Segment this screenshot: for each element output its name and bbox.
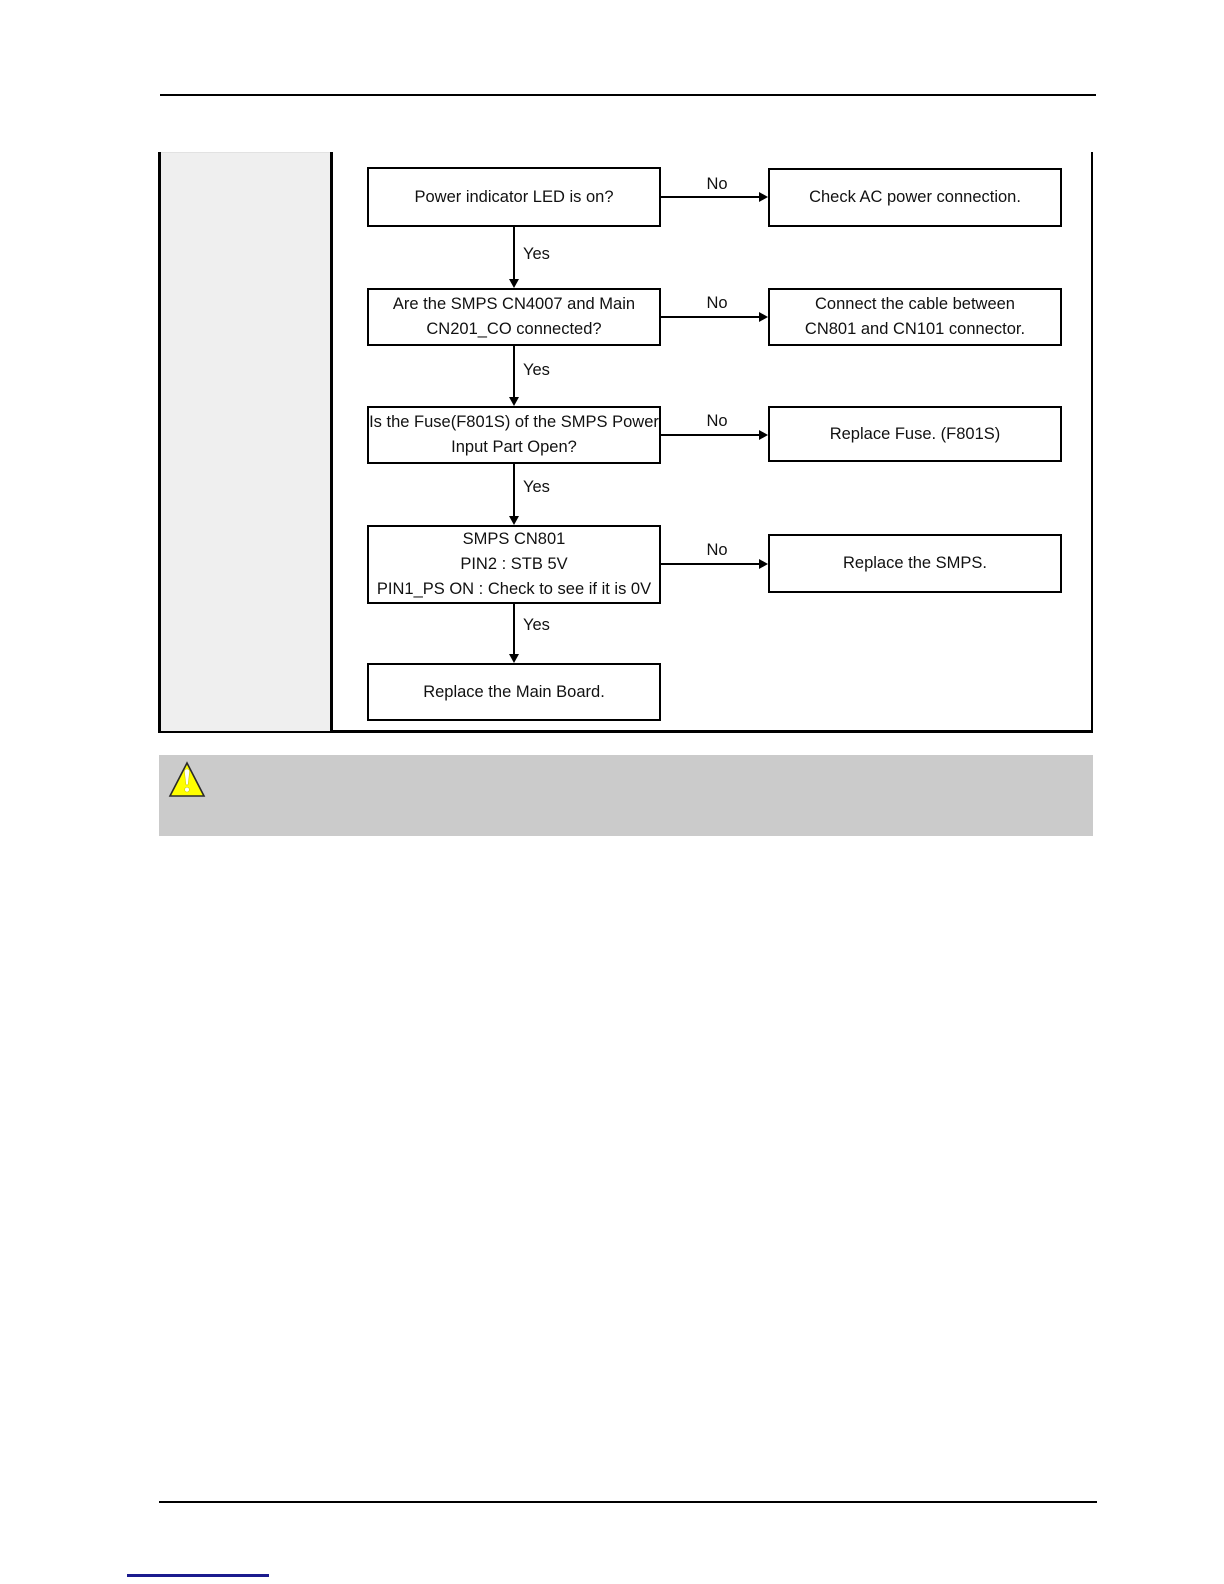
- footer-link-underline[interactable]: [127, 1574, 269, 1577]
- right-arrowhead-icon-3: [759, 430, 768, 440]
- yes-label-1: Yes: [523, 245, 550, 263]
- right-arrow-line-4: [661, 563, 759, 565]
- yes-label-3: Yes: [523, 478, 550, 496]
- yes-label-2: Yes: [523, 361, 550, 379]
- down-arrow-line-2: [513, 346, 515, 398]
- flow-step-1-no-action: Check AC power connection.: [768, 168, 1062, 227]
- down-arrow-line-1: [513, 227, 515, 280]
- flow-step-3-no-action: Replace Fuse. (F801S): [768, 406, 1062, 462]
- down-arrowhead-icon-2: [509, 397, 519, 406]
- flowchart-cell-divider: [330, 152, 333, 730]
- warning-banner: [159, 755, 1093, 836]
- right-arrow-line-1: [661, 196, 759, 198]
- yes-label-4: Yes: [523, 616, 550, 634]
- right-arrow-line-3: [661, 434, 759, 436]
- down-arrowhead-icon-3: [509, 516, 519, 525]
- down-arrowhead-icon-4: [509, 654, 519, 663]
- down-arrow-line-3: [513, 464, 515, 517]
- down-arrowhead-icon-1: [509, 279, 519, 288]
- warning-triangle-icon: [168, 761, 206, 797]
- right-arrow-line-2: [661, 316, 759, 318]
- down-arrow-line-4: [513, 604, 515, 655]
- right-arrowhead-icon-1: [759, 192, 768, 202]
- flow-step-2-no-action: Connect the cable between CN801 and CN10…: [768, 288, 1062, 346]
- flow-step-4-question: SMPS CN801 PIN2 : STB 5V PIN1_PS ON : Ch…: [367, 525, 661, 604]
- flow-step-3-question: Is the Fuse(F801S) of the SMPS Power Inp…: [367, 406, 661, 464]
- flow-final-step: Replace the Main Board.: [367, 663, 661, 721]
- header-rule: [160, 94, 1096, 96]
- right-arrowhead-icon-2: [759, 312, 768, 322]
- no-label-1: No: [706, 175, 728, 193]
- flow-step-1-question: Power indicator LED is on?: [367, 167, 661, 227]
- flow-step-2-question: Are the SMPS CN4007 and Main CN201_CO co…: [367, 288, 661, 346]
- no-label-4: No: [706, 541, 728, 559]
- right-arrowhead-icon-4: [759, 559, 768, 569]
- footer-rule: [159, 1501, 1097, 1503]
- no-label-2: No: [706, 294, 728, 312]
- flowchart-sidebar-cell: [161, 152, 330, 731]
- no-label-3: No: [706, 412, 728, 430]
- flow-step-4-no-action: Replace the SMPS.: [768, 534, 1062, 593]
